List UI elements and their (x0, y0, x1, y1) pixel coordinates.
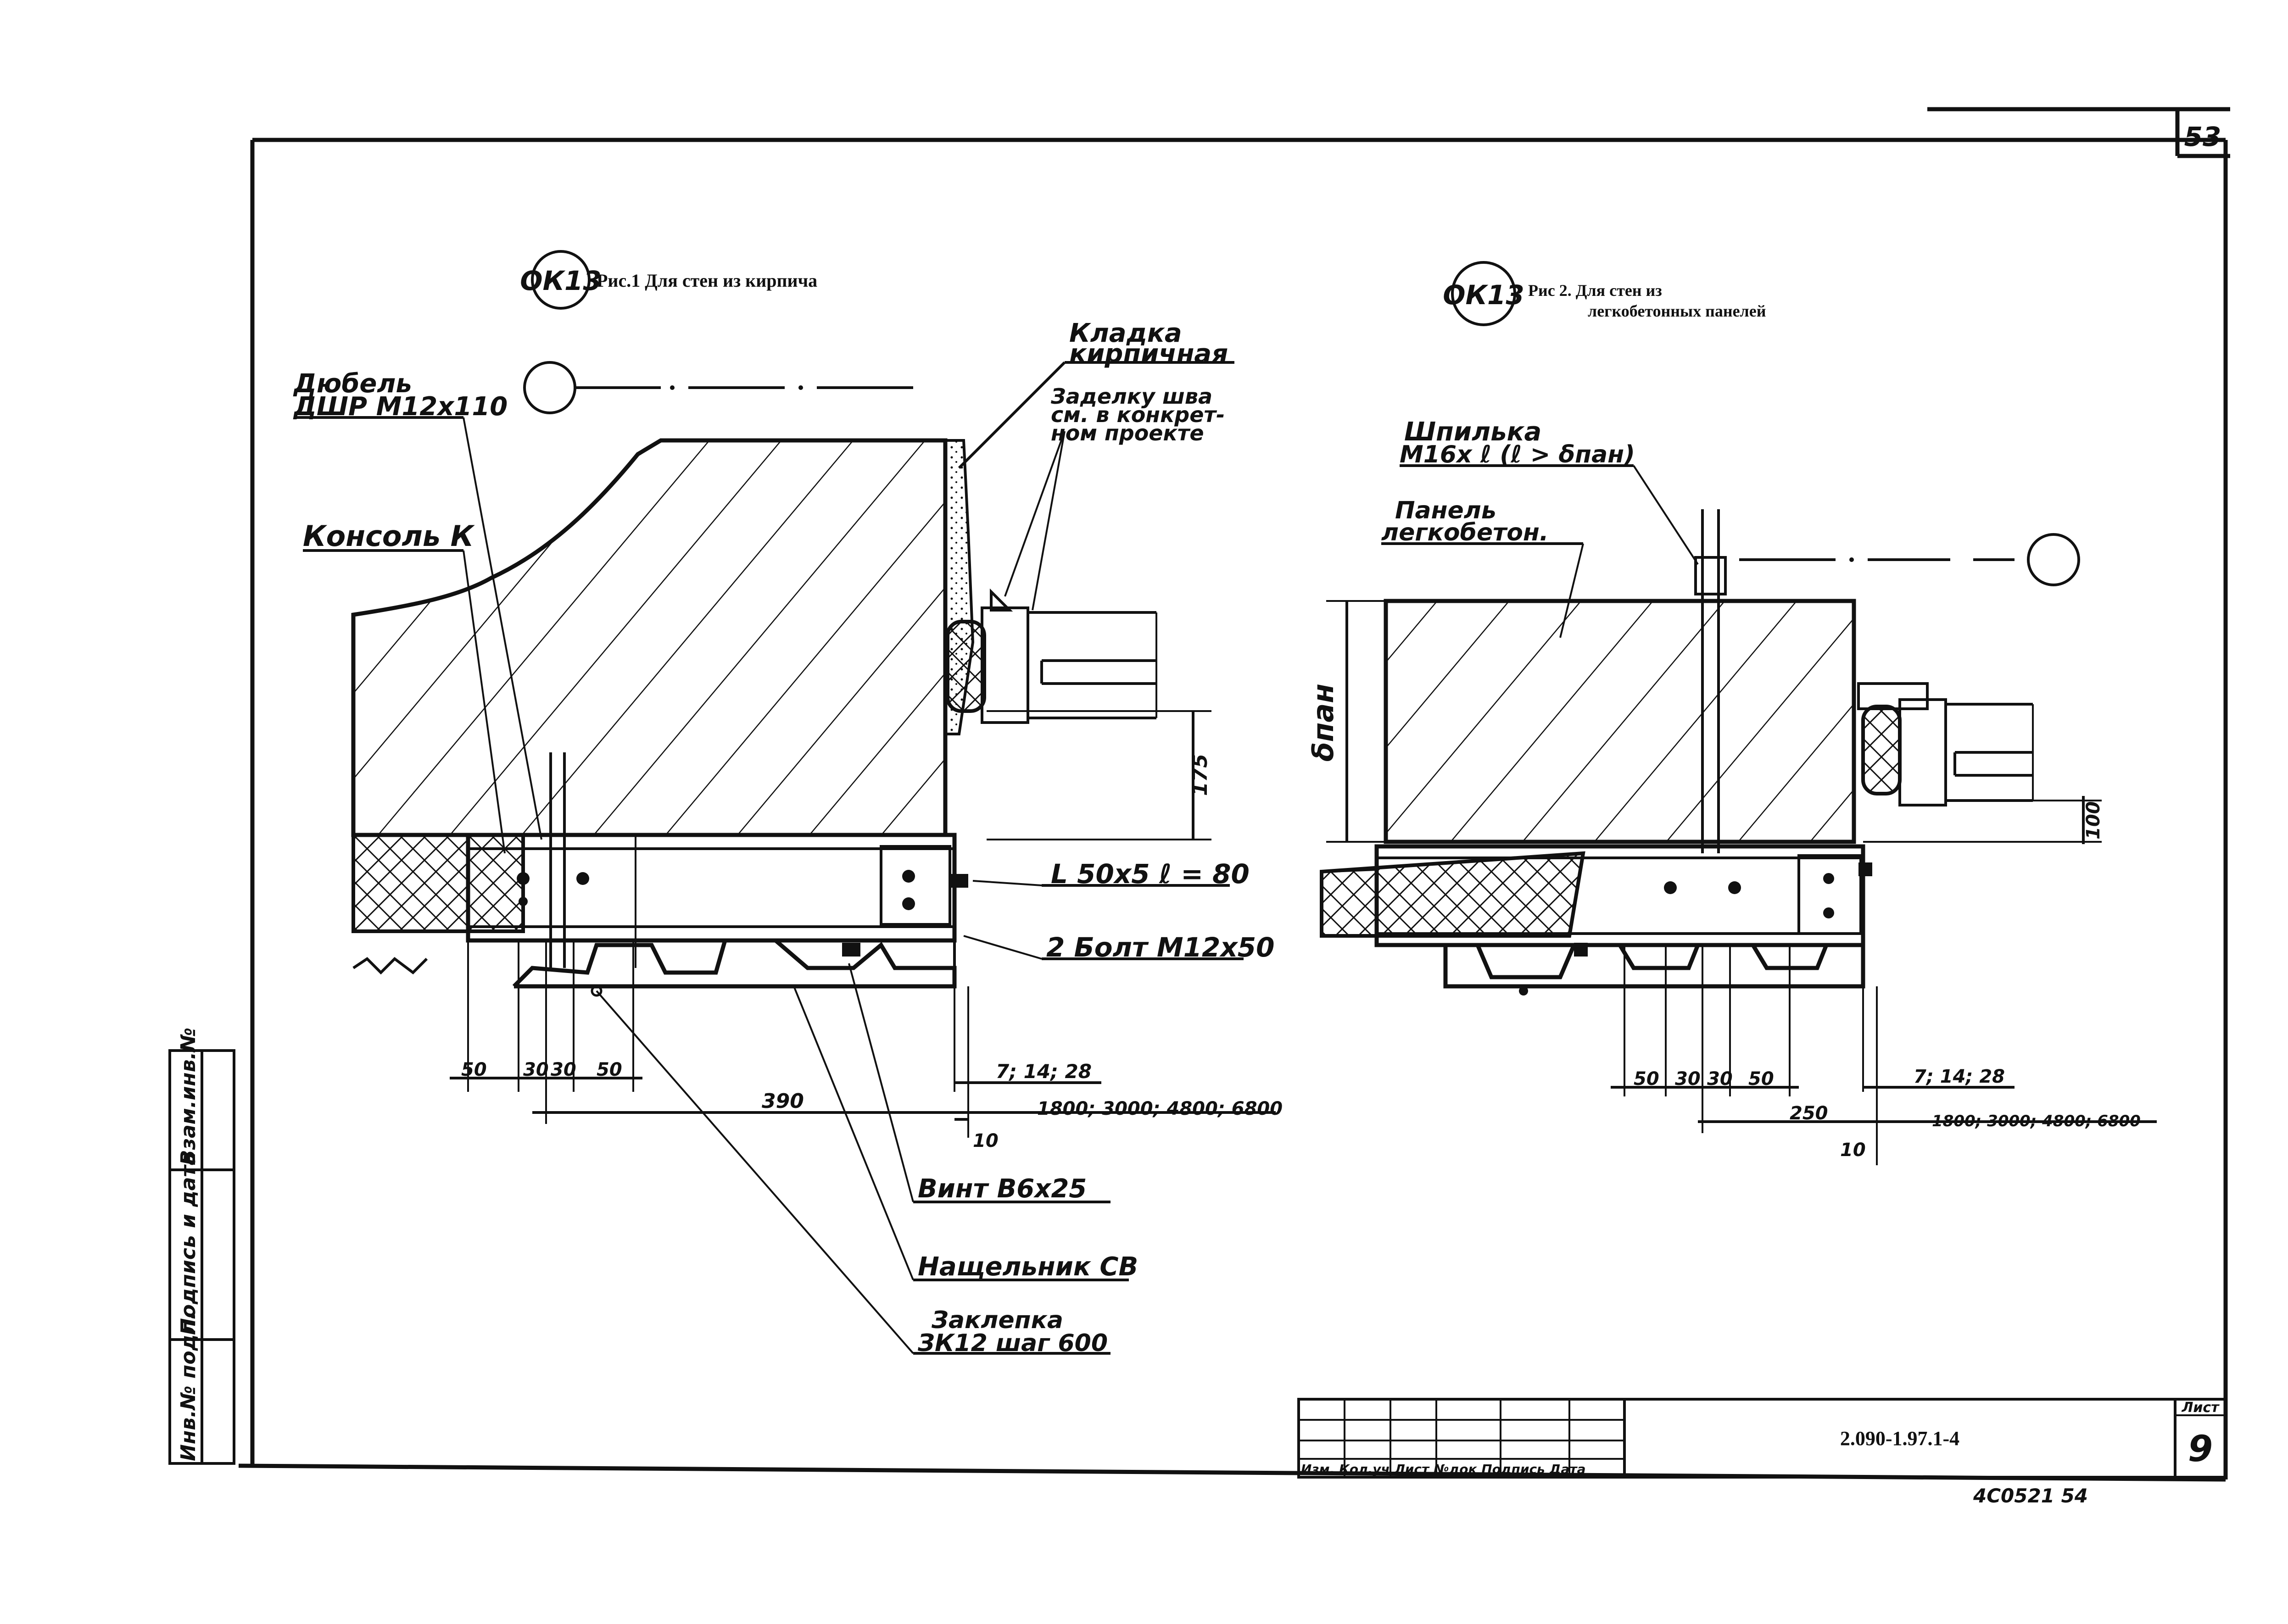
dim2-depth: 250 (1790, 1103, 1828, 1124)
figure1-leaders (294, 361, 1244, 1355)
sheet-number: 9 (2188, 1429, 2213, 1470)
dim2-lengths: 1800; 3000; 4800; 6800 (1932, 1112, 2141, 1130)
label-bracket: Консоль К (303, 519, 475, 553)
figure2-marker-label: ОК13 (1443, 279, 1524, 311)
dim1-a: 50 (461, 1059, 487, 1080)
label-dowel-1: Дюбель (293, 369, 412, 399)
label-panel-2: легкобетон. (1381, 519, 1549, 546)
figure2-stud (1694, 509, 1727, 853)
figure1-caption: Рис.1 Для стен из кирпича (597, 270, 817, 291)
figure2-window-frame (1857, 682, 2034, 806)
figure2-axis (1739, 533, 2080, 586)
sheet-label: Лист (2181, 1400, 2220, 1416)
label-screw: Винт В6х25 (918, 1174, 1087, 1204)
label-seal-2: см. в конкрет- (1051, 402, 1225, 427)
figure1-marker-label: ОК13 (520, 265, 601, 296)
dim1-b: 30 (523, 1059, 549, 1080)
dim2-gap: 7; 14; 28 (1914, 1066, 2005, 1087)
stamp-inventory: Инв.№ подл. (177, 1312, 200, 1461)
label-seal-1: Заделку шва (1050, 384, 1212, 409)
page-number: 53 (2184, 121, 2221, 152)
archive-number: 4С0521 54 (1973, 1485, 2088, 1507)
label-rivet-2: ЗК12 шаг 600 (917, 1329, 1108, 1357)
figure2-fasteners (1519, 862, 1872, 996)
label-stud-1: Шпилька (1404, 417, 1541, 447)
figure2-caption-1: Рис 2. Для стен из (1528, 281, 1662, 300)
figure1-sill-assembly (352, 833, 957, 989)
figure2-dimensions (1326, 600, 2157, 1165)
stamp-replaced: Взам.инв.№ (177, 1028, 200, 1165)
figure2-panel (1384, 599, 1856, 844)
figure1-marker (531, 250, 591, 310)
label-masonry-2: кирпичная (1069, 339, 1228, 369)
dim1-lengths: 1800; 3000; 4800; 6800 (1037, 1098, 1283, 1119)
document-code: 2.090-1.97.1-4 (1840, 1427, 1959, 1450)
label-sill: Нащельник СВ (918, 1252, 1138, 1282)
figure2-sill-assembly (1320, 844, 1865, 989)
label-bolts: 2 Болт М12х50 (1046, 932, 1274, 963)
title-block-row: Изм. Кол.уч Лист №док Подпись Дата (1301, 1462, 1585, 1477)
title-block (1297, 1398, 2227, 1479)
dim2-c: 30 (1707, 1068, 1733, 1090)
figure1-fasteners (517, 752, 968, 997)
label-angle: L 50х5 ℓ = 80 (1051, 858, 1250, 890)
figure1-brick-wall (351, 438, 948, 837)
dim1-height: 175 (1189, 754, 1212, 796)
label-panel-1: Панель (1395, 497, 1496, 524)
label-seal-3: ном проекте (1051, 421, 1204, 445)
label-masonry-1: Кладка (1069, 318, 1182, 348)
figure1-axis (523, 361, 913, 414)
dim1-gap: 7; 14; 28 (996, 1060, 1092, 1083)
dim2-offset: 10 (1840, 1140, 1866, 1161)
figure1-dimensions (450, 710, 1276, 1138)
stamp-signature: Подпись и дата (177, 1151, 200, 1335)
dim1-c: 30 (551, 1059, 576, 1080)
figure1-window-frame (946, 588, 1157, 724)
label-rivet-1: Заклепка (931, 1307, 1063, 1334)
label-thickness: δпан (1306, 684, 1340, 762)
label-dowel-2: ДШР М12х110 (293, 392, 508, 422)
figure2-marker (1451, 261, 1516, 326)
dim2-d: 50 (1748, 1068, 1774, 1090)
figure2-caption-2: легкобетонных панелей (1588, 302, 1766, 320)
figure2-leaders (1381, 464, 1699, 638)
label-stud-2: М16х ℓ (ℓ > δпан) (1400, 441, 1635, 468)
dim1-offset: 10 (973, 1130, 999, 1151)
dim2-b: 30 (1675, 1068, 1701, 1090)
dim1-depth: 390 (762, 1090, 804, 1113)
side-stamp (168, 1049, 235, 1465)
dim2-height: 100 (2083, 801, 2104, 840)
dim2-a: 50 (1634, 1068, 1659, 1090)
dim1-d: 50 (597, 1059, 622, 1080)
